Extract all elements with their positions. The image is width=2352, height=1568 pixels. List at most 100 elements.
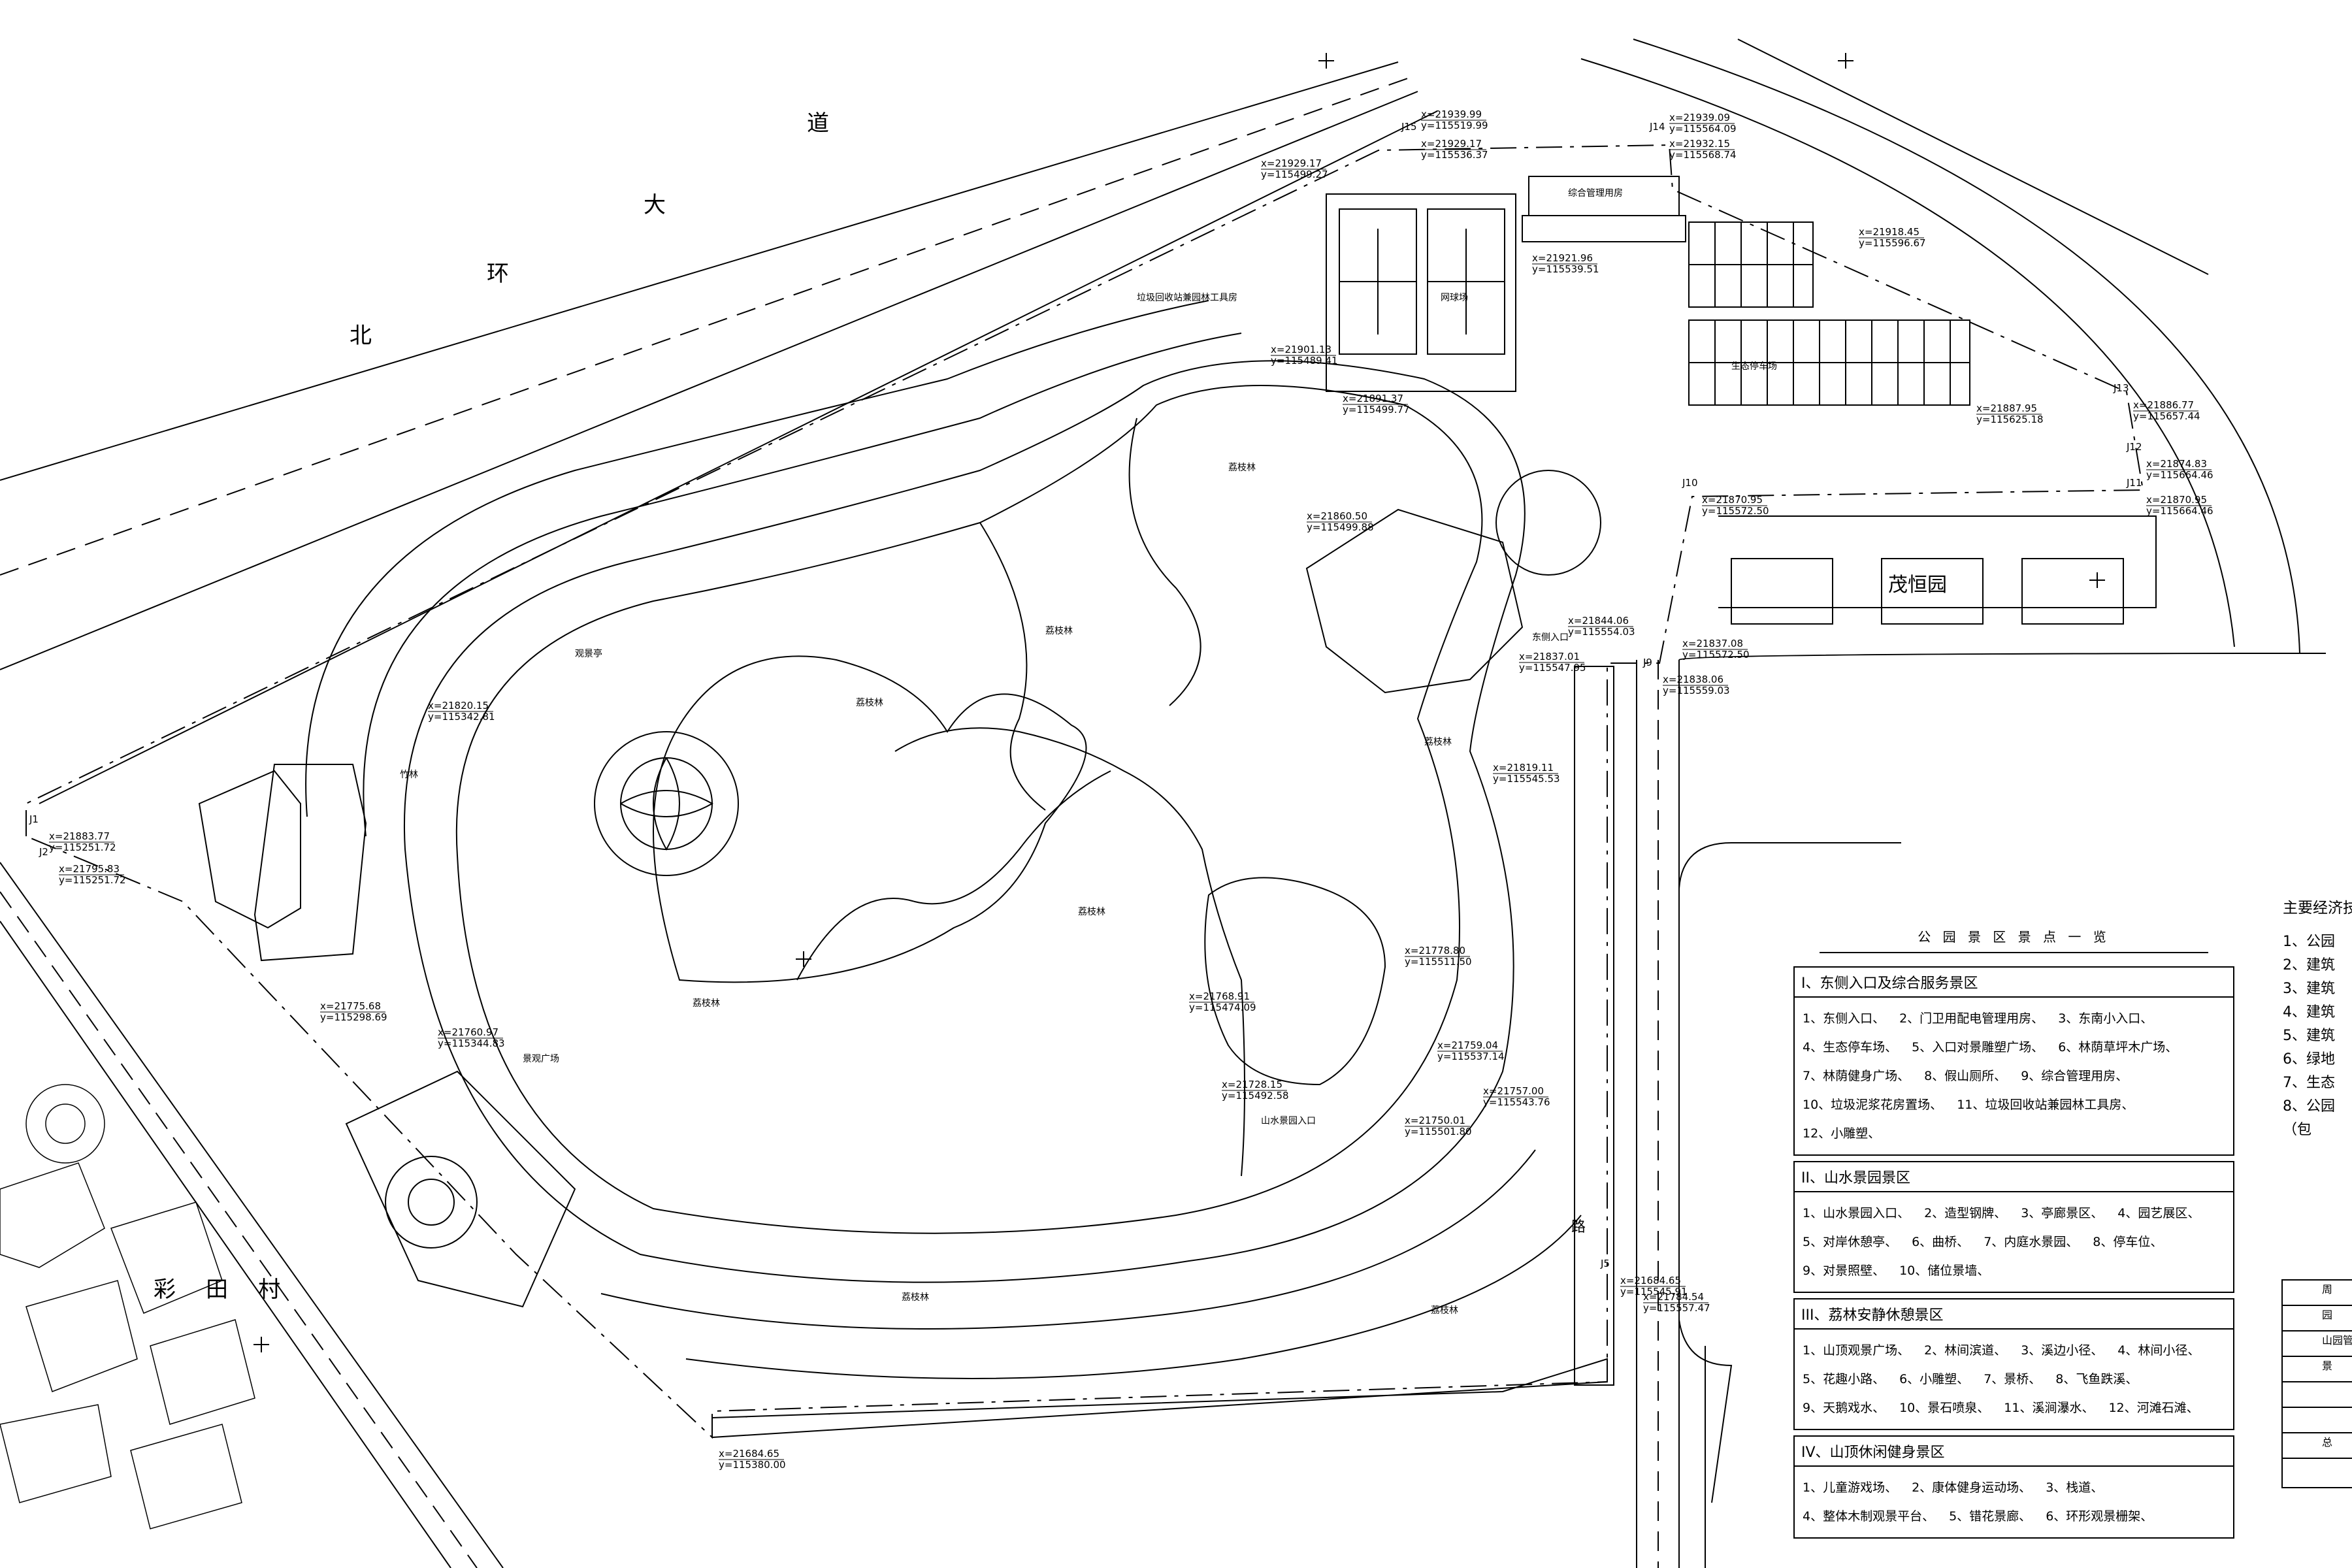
survey-point-x: x=21775.68 bbox=[320, 1000, 381, 1012]
sw-plaza-outline bbox=[345, 1070, 576, 1308]
tech-line: 7、生态 bbox=[2283, 1075, 2335, 1091]
residential-building bbox=[2021, 558, 2124, 625]
survey-cross bbox=[1318, 53, 1334, 69]
survey-point-x: x=21819.11 bbox=[1493, 762, 1554, 774]
survey-point-id: J15 bbox=[1401, 121, 1417, 133]
legend-item: 4、整体木制观景平台、 bbox=[1803, 1509, 1935, 1524]
legend-item: 7、内庭水景园、 bbox=[1984, 1235, 2079, 1249]
east-entrance-plaza bbox=[1305, 508, 1524, 694]
survey-point-x: x=21837.01 bbox=[1519, 651, 1580, 662]
table-row: 山园管 bbox=[2283, 1331, 2352, 1357]
legend-item: 2、门卫用配电管理用房、 bbox=[1899, 1011, 2044, 1026]
survey-point-x: x=21759.04 bbox=[1437, 1039, 1498, 1051]
survey-point-y: y=115501.80 bbox=[1405, 1126, 1472, 1137]
sw-round-plaza bbox=[385, 1156, 478, 1249]
survey-point-x: x=21838.06 bbox=[1663, 674, 1723, 685]
label-bamboo: 竹林 bbox=[400, 770, 418, 780]
tech-line: 5、建筑 bbox=[2283, 1028, 2335, 1044]
sw-road-edge bbox=[0, 921, 451, 1568]
tech-line: 3、建筑 bbox=[2283, 981, 2335, 997]
village-name-char: 村 bbox=[258, 1277, 280, 1303]
label-tool-house: 垃圾回收站兼园林工具房 bbox=[1137, 293, 1237, 303]
legend-item: 7、景桥、 bbox=[1984, 1372, 2042, 1386]
contour bbox=[600, 1149, 1536, 1330]
legend-item: 6、曲桥、 bbox=[1912, 1235, 1970, 1249]
legend-zone: I、东侧入口及综合服务景区 1、东侧入口、 2、门卫用配电管理用房、 3、东南小入口、… bbox=[1793, 966, 2234, 1156]
survey-point-x: x=21768.91 bbox=[1189, 990, 1250, 1002]
legend-item: 6、林荫草坪木广场、 bbox=[2058, 1040, 2178, 1054]
survey-point-y: y=115499.27 bbox=[1261, 169, 1328, 180]
contour bbox=[363, 333, 1242, 837]
survey-point-x: x=21820.15 bbox=[428, 700, 489, 711]
road-median bbox=[0, 76, 1412, 576]
survey-point-x: x=21778.80 bbox=[1405, 945, 1465, 956]
survey-point-y: y=115499.88 bbox=[1307, 521, 1374, 533]
legend-zone-header: II、山水景园景区 bbox=[1795, 1162, 2233, 1192]
flower-plaza-inner bbox=[620, 757, 713, 850]
legend-zone-header: I、东侧入口及综合服务景区 bbox=[1795, 968, 2233, 998]
contour bbox=[305, 300, 1209, 817]
survey-point-x: x=21728.15 bbox=[1222, 1079, 1282, 1090]
label-forest: 荔枝林 bbox=[856, 698, 883, 708]
survey-point-id: J13 bbox=[2113, 382, 2129, 394]
label-forest: 荔枝林 bbox=[902, 1292, 929, 1303]
legend-item: 3、东南小入口、 bbox=[2058, 1011, 2153, 1026]
neighborhood-name: 茂恒园 bbox=[1888, 574, 1947, 596]
survey-point-id: J11 bbox=[2126, 477, 2142, 489]
legend-item: 1、东侧入口、 bbox=[1803, 1011, 1886, 1026]
road-curve bbox=[1678, 1319, 1733, 1503]
label-tennis: 网球场 bbox=[1441, 293, 1468, 303]
survey-point-y: y=115545.91 bbox=[1620, 1286, 1688, 1298]
survey-point-y: y=115251.72 bbox=[59, 874, 126, 886]
tech-line: 1、公园 bbox=[2283, 934, 2335, 950]
road-edge bbox=[0, 91, 1418, 670]
label-forest: 荔枝林 bbox=[1078, 907, 1105, 917]
legend-zone-header: III、荔林安静休憩景区 bbox=[1795, 1299, 2233, 1330]
survey-point-y: y=115564.09 bbox=[1669, 123, 1737, 135]
legend-zone-items: 1、山水景园入口、2、造型钢牌、3、亭廊景区、4、园艺展区、5、对岸休憩亭、6、… bbox=[1795, 1192, 2233, 1292]
survey-point-x: x=21784.54 bbox=[1643, 1291, 1704, 1303]
survey-point-y: y=115664.46 bbox=[2146, 469, 2213, 481]
survey-point-y: y=115380.00 bbox=[719, 1459, 786, 1471]
survey-point-x: x=21844.06 bbox=[1568, 615, 1629, 627]
road-name-char: 路 bbox=[1571, 1219, 1586, 1235]
legend-zone-items: 1、儿童游戏场、2、康体健身运动场、3、栈道、4、整体木制观景平台、5、错花景廊… bbox=[1795, 1467, 2233, 1537]
legend-item: 1、山顶观景广场、 bbox=[1803, 1343, 1910, 1358]
survey-point-x: x=21860.50 bbox=[1307, 510, 1367, 522]
hill-outline bbox=[455, 385, 1483, 1234]
survey-point-y: y=115557.47 bbox=[1643, 1302, 1710, 1314]
inner-paths bbox=[979, 522, 1046, 811]
survey-point-y: y=115572.50 bbox=[1682, 649, 1750, 661]
legend-item: 4、林间小径、 bbox=[2117, 1343, 2200, 1358]
legend-item: 6、小雕塑、 bbox=[1899, 1372, 1970, 1386]
survey-point-y: y=115499.77 bbox=[1343, 404, 1410, 416]
tech-line: 8、公园 bbox=[2283, 1098, 2335, 1115]
survey-point-x: x=21891.37 bbox=[1343, 393, 1403, 404]
outer-path bbox=[404, 360, 1526, 1283]
survey-point-y: y=115511.50 bbox=[1405, 956, 1472, 968]
sw-road-center bbox=[0, 891, 478, 1568]
survey-point-y: y=115547.95 bbox=[1519, 662, 1586, 674]
west-building bbox=[253, 764, 367, 962]
survey-cross bbox=[1838, 53, 1854, 69]
survey-point-id: J5 bbox=[1600, 1258, 1610, 1269]
survey-point-x: x=21886.77 bbox=[2133, 399, 2194, 411]
road-curve bbox=[1678, 653, 2327, 661]
legend-item: 8、假山厕所、 bbox=[1924, 1069, 2007, 1083]
residential-building bbox=[1881, 558, 1984, 625]
survey-point-x: x=21929.17 bbox=[1261, 157, 1322, 169]
legend-item: 2、康体健身运动场、 bbox=[1912, 1480, 2032, 1495]
east-road-edge bbox=[1737, 39, 2209, 275]
legend-item: 12、河滩石滩、 bbox=[2108, 1401, 2199, 1415]
legend-item: 10、储位景墙、 bbox=[1899, 1264, 1990, 1278]
table-row bbox=[2283, 1382, 2352, 1408]
survey-point-x: x=21929.17 bbox=[1421, 138, 1482, 150]
legend-item: 5、花趣小路、 bbox=[1803, 1372, 1886, 1386]
survey-point-y: y=115539.51 bbox=[1532, 263, 1599, 275]
legend-zones: I、东侧入口及综合服务景区 1、东侧入口、 2、门卫用配电管理用房、 3、东南小入口、… bbox=[1793, 966, 2234, 1539]
label-pavilion: 观景亭 bbox=[575, 648, 602, 659]
legend-item: 4、生态停车场、 bbox=[1803, 1040, 1898, 1054]
legend-item: 3、溪边小径、 bbox=[2021, 1343, 2104, 1358]
legend-zone-items: 1、东侧入口、2、门卫用配电管理用房、3、东南小入口、4、生态停车场、5、入口对… bbox=[1795, 998, 2233, 1154]
